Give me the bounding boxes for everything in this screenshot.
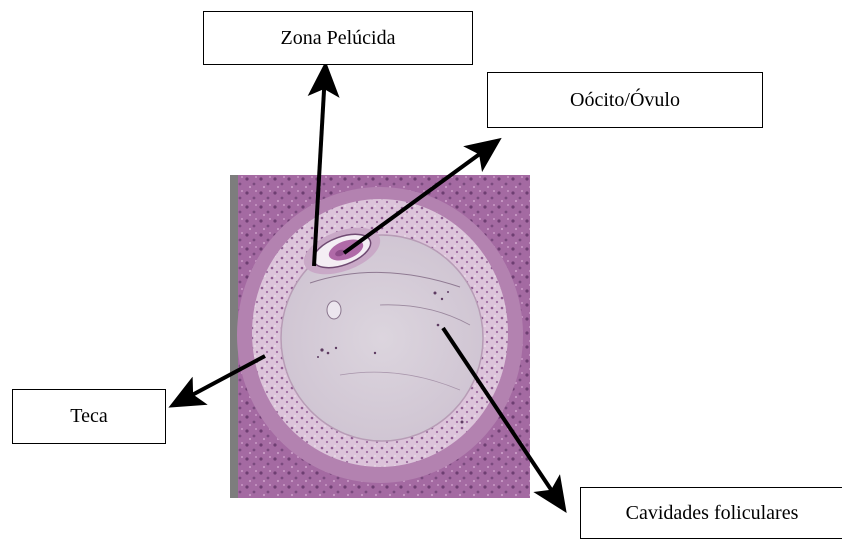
antrum-vesicle — [327, 301, 341, 319]
follicle-micrograph — [230, 175, 530, 498]
label-zona-pelucida: Zona Pelúcida — [203, 11, 473, 65]
label-oocito-text: Oócito/Óvulo — [570, 89, 680, 112]
label-zona-pelucida-text: Zona Pelúcida — [281, 27, 396, 50]
label-teca-text: Teca — [70, 405, 107, 428]
label-teca: Teca — [12, 389, 166, 444]
slide-edge-strip — [230, 175, 238, 498]
label-cavidades: Cavidades foliculares — [580, 487, 842, 539]
label-cavidades-text: Cavidades foliculares — [626, 502, 799, 525]
label-oocito: Oócito/Óvulo — [487, 72, 763, 128]
